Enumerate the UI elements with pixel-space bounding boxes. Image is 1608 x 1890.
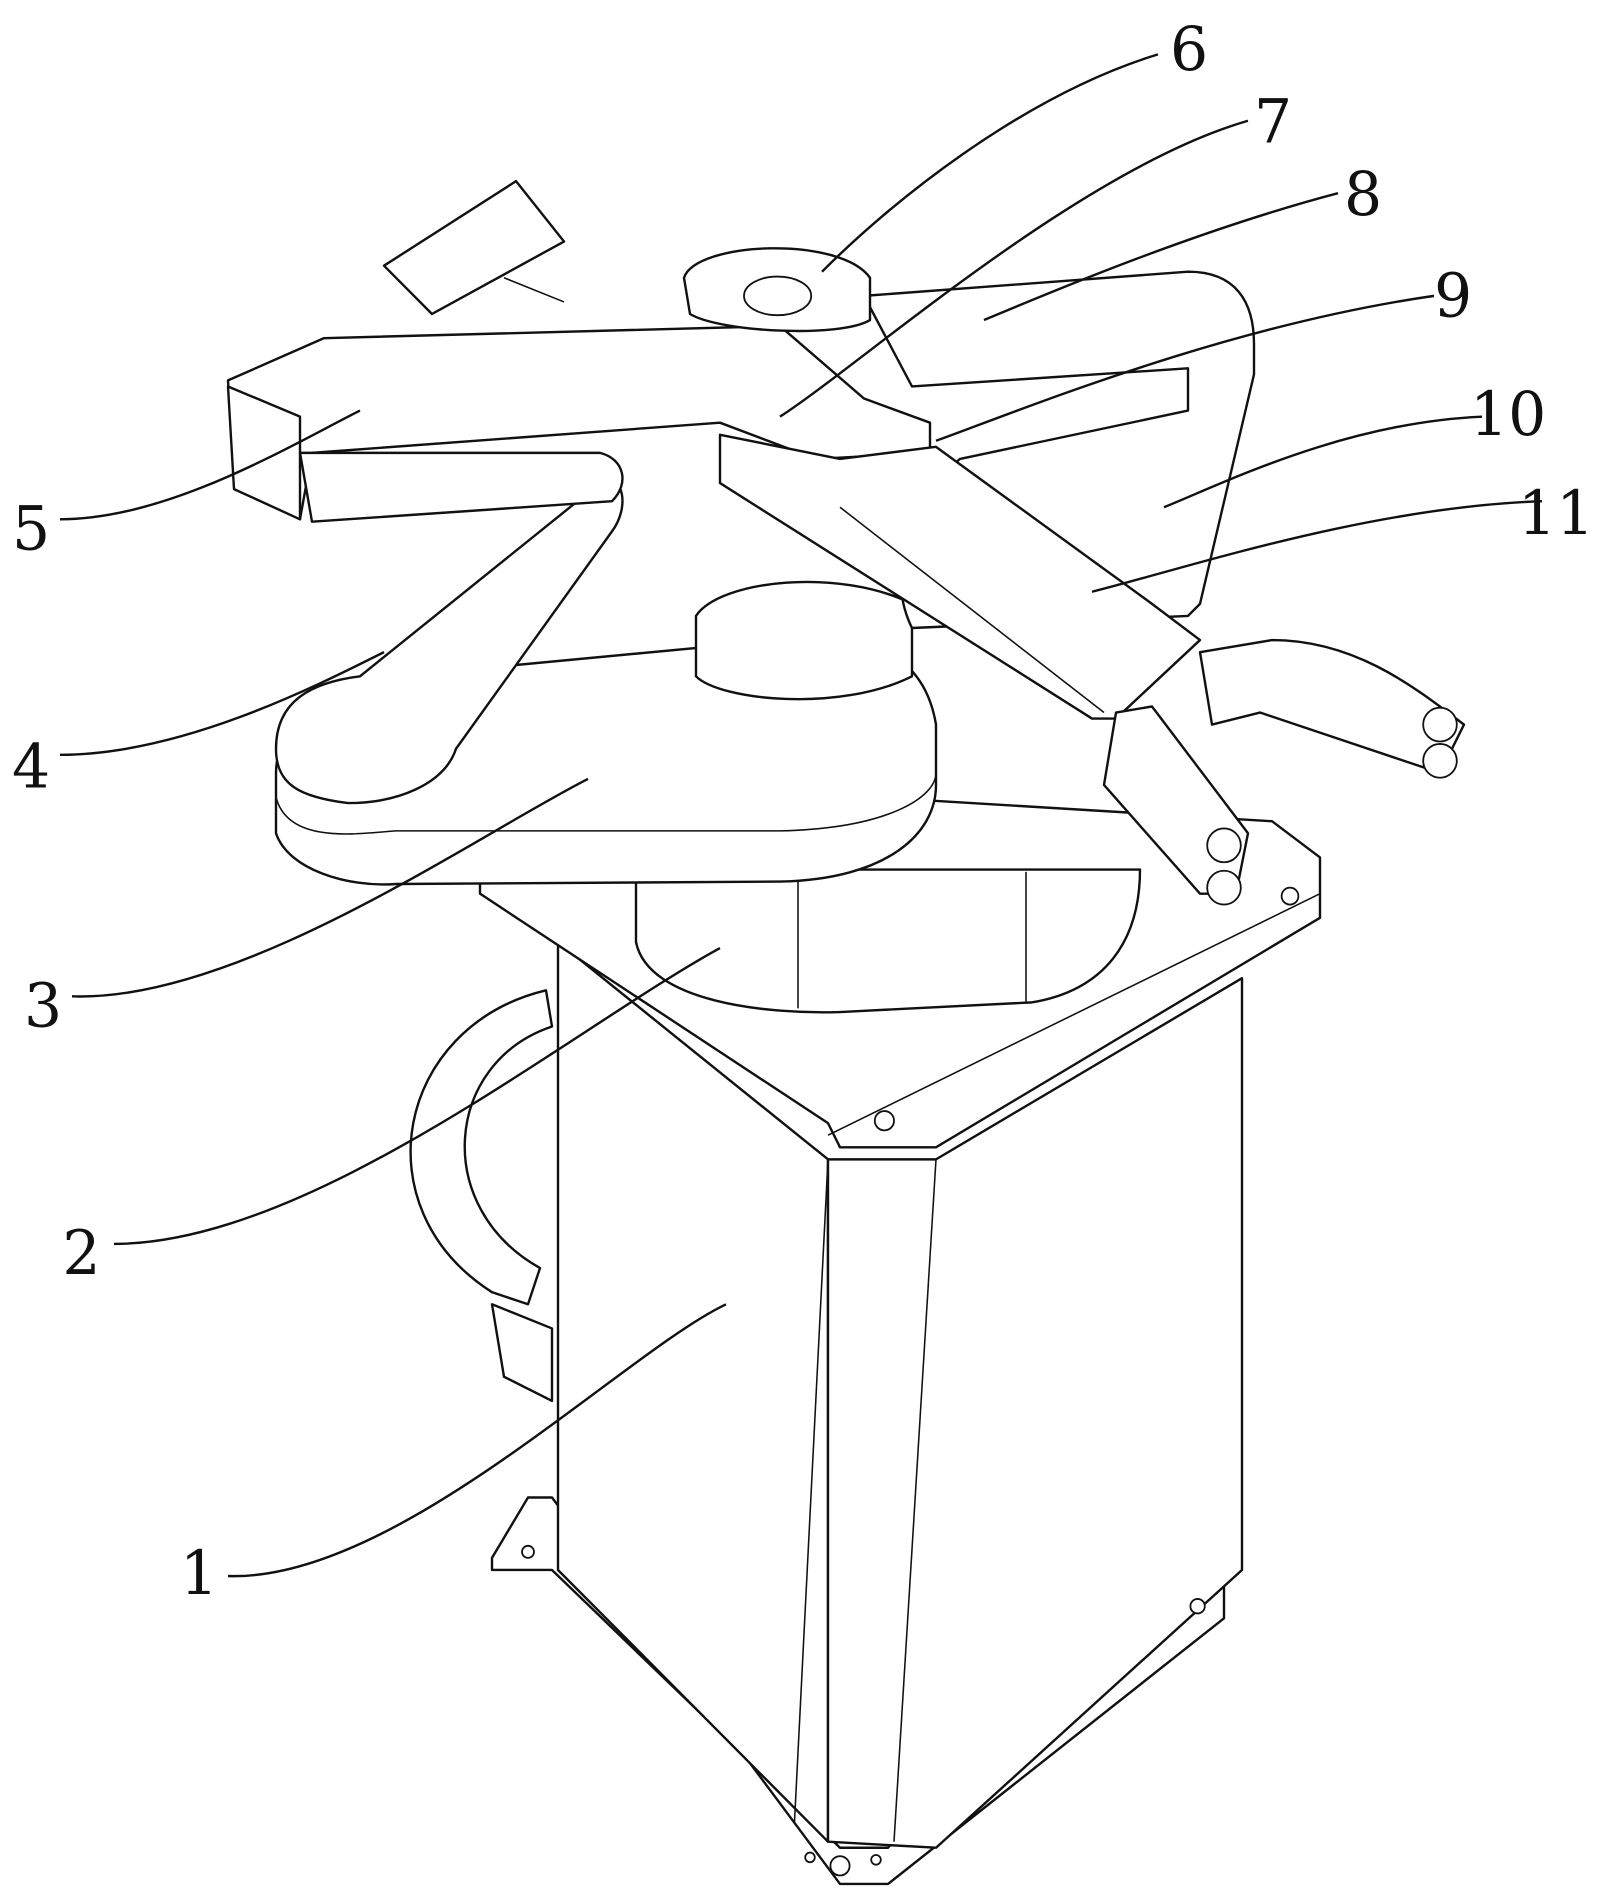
label-7: 7: [1254, 87, 1292, 157]
joint-housing: [636, 870, 1140, 1013]
label-6: 6: [1170, 15, 1208, 85]
label-4: 4: [12, 732, 50, 802]
label-10: 10: [1470, 380, 1546, 450]
label-3: 3: [24, 971, 62, 1041]
label-5: 5: [12, 494, 50, 564]
label-8: 8: [1344, 160, 1382, 230]
label-11: 11: [1518, 479, 1594, 549]
label-1: 1: [180, 1539, 218, 1609]
label-9: 9: [1434, 261, 1472, 331]
label-2: 2: [62, 1219, 100, 1289]
cable-hose: [411, 990, 552, 1401]
